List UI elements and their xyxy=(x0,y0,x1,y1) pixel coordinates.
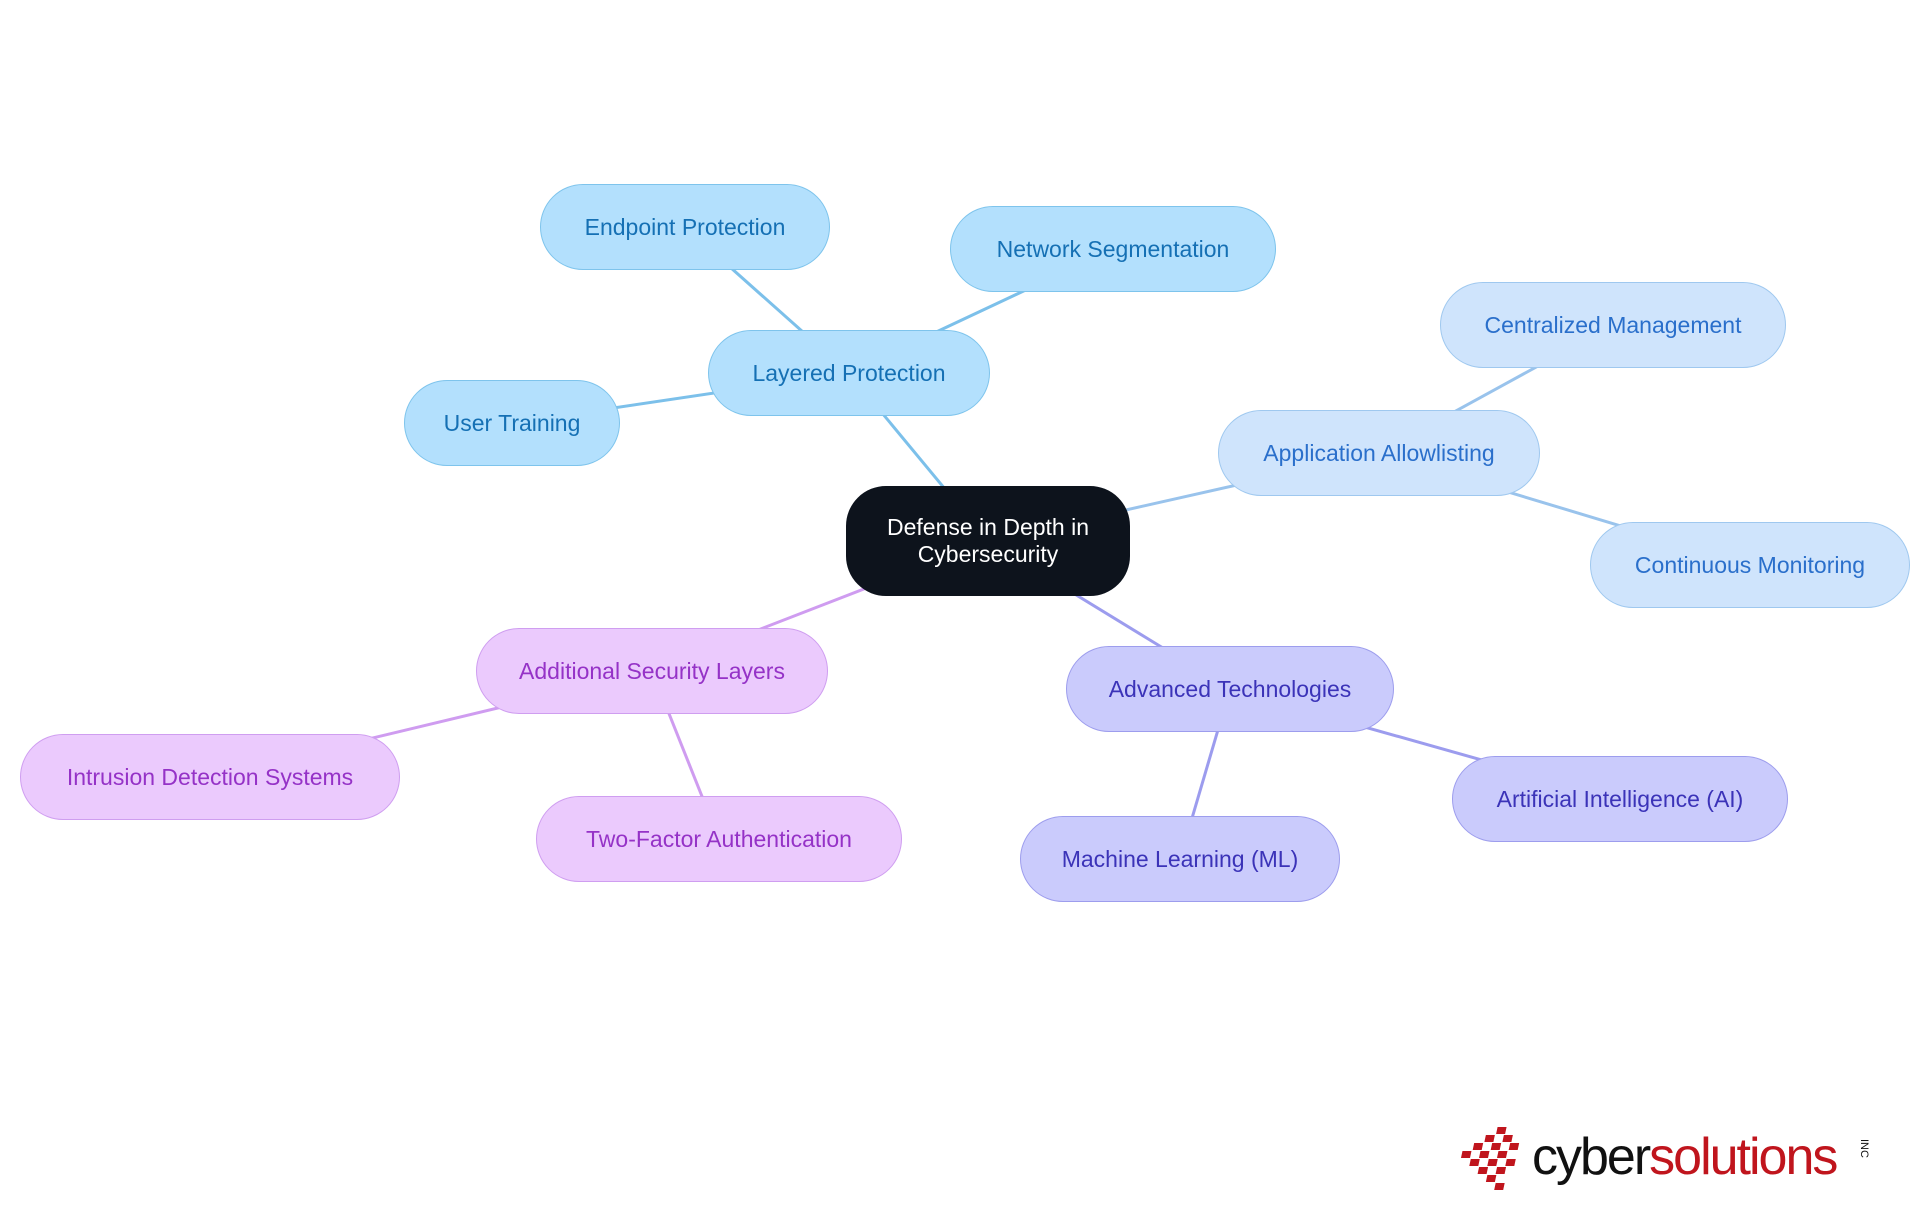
logo-mark-square xyxy=(1502,1135,1513,1142)
company-logo: cybersolutions INC xyxy=(1460,1125,1880,1193)
logo-mark-square xyxy=(1478,1151,1490,1158)
logo-mark-square xyxy=(1505,1159,1516,1166)
leaf-node-artificial-intelligence: Artificial Intelligence (AI) xyxy=(1452,756,1788,842)
logo-mark-square xyxy=(1495,1167,1507,1174)
logo-word-solutions: solutions xyxy=(1649,1128,1838,1186)
leaf-node-machine-learning: Machine Learning (ML) xyxy=(1020,816,1340,902)
logo-mark-square xyxy=(1460,1151,1472,1158)
branch-node-additional-security-layers: Additional Security Layers xyxy=(476,628,828,714)
logo-mark-square xyxy=(1490,1143,1502,1150)
logo-mark-square xyxy=(1472,1143,1484,1150)
logo-wordmark: cybersolutions xyxy=(1532,1128,1838,1186)
leaf-node-centralized-management: Centralized Management xyxy=(1440,282,1786,368)
branch-node-advanced-technologies: Advanced Technologies xyxy=(1066,646,1394,732)
logo-mark-square xyxy=(1496,1127,1507,1134)
logo-mark-square xyxy=(1485,1175,1497,1182)
logo-mark-square xyxy=(1508,1143,1520,1150)
logo-mark-square xyxy=(1469,1159,1480,1166)
leaf-node-user-training: User Training xyxy=(404,380,620,466)
branch-node-layered-protection: Layered Protection xyxy=(708,330,990,416)
leaf-node-continuous-monitoring: Continuous Monitoring xyxy=(1590,522,1910,608)
logo-mark-square xyxy=(1496,1151,1508,1158)
leaf-node-two-factor-authentication: Two-Factor Authentication xyxy=(536,796,902,882)
logo-mark-square xyxy=(1494,1183,1505,1190)
root-node: Defense in Depth in Cybersecurity xyxy=(846,486,1130,596)
logo-word-cyber: cyber xyxy=(1532,1128,1651,1186)
leaf-node-network-segmentation: Network Segmentation xyxy=(950,206,1276,292)
leaf-node-intrusion-detection-systems: Intrusion Detection Systems xyxy=(20,734,400,820)
logo-mark-square xyxy=(1477,1167,1489,1174)
logo-mark-square xyxy=(1484,1135,1495,1142)
leaf-node-endpoint-protection: Endpoint Protection xyxy=(540,184,830,270)
logo-inc-suffix: INC xyxy=(1858,1139,1870,1158)
logo-mark-icon xyxy=(1460,1127,1520,1190)
logo-mark-square xyxy=(1487,1159,1498,1166)
branch-node-application-allowlisting: Application Allowlisting xyxy=(1218,410,1540,496)
